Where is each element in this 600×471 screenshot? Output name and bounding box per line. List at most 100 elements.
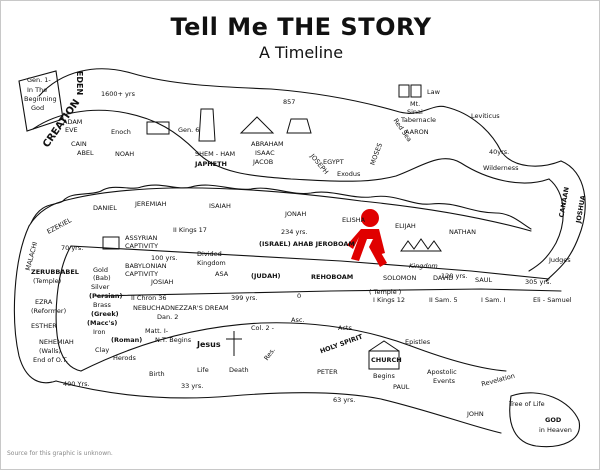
label-eden: EDEN: [75, 70, 85, 96]
band-right-outer-edge: [545, 160, 586, 282]
tablets-icon: [398, 84, 422, 98]
label-brass: Brass: [93, 301, 111, 309]
label-zerubbabel: ZERUBBABEL: [31, 268, 79, 276]
label-305yrs: 305 yrs.: [525, 278, 552, 286]
label-judges: Judges: [549, 256, 571, 264]
label-i-sam-1: I Sam. I: [481, 296, 506, 304]
label-eve: EVE: [65, 126, 78, 134]
tent-icon: [239, 116, 275, 134]
band-bottom-upper-edge: [80, 322, 507, 372]
label-paul: PAUL: [393, 383, 410, 391]
label-nathan: NATHAN: [449, 228, 476, 236]
scroll-end: [509, 392, 580, 448]
label-life: Life: [197, 366, 209, 374]
band-right-inner-edge: [528, 178, 564, 272]
label-divided: Divided: [197, 250, 222, 258]
label-events: Events: [433, 377, 456, 385]
label-400yrs: 400 Yrs.: [63, 380, 90, 388]
label-captivity2: CAPTIVITY: [125, 270, 159, 278]
label-ii-chron-36: II Chron 36: [131, 294, 167, 302]
label-enoch: Enoch: [111, 128, 131, 136]
label-david: DAVID: [433, 274, 454, 282]
band-bottom-lower-edge: [55, 380, 502, 434]
label-40yrs: 40yrs.: [489, 148, 510, 156]
cross-icon: [226, 331, 242, 356]
walker-figure: [347, 209, 387, 267]
label-nebuchadnezzar: NEBUCHADNEZZAR'S DREAM: [133, 304, 229, 312]
band-top-lower-edge: [32, 109, 550, 184]
label-esther: ESTHER: [31, 322, 57, 330]
label-shem-ham: SHEM - HAM: [195, 150, 236, 158]
label-end-ot: End of O.T.: [33, 356, 68, 364]
band-top-upper-edge: [38, 68, 562, 167]
label-epistles: Epistles: [405, 338, 431, 346]
label-in-heaven: in Heaven: [539, 426, 572, 434]
source-note: Source for this graphic is unknown.: [7, 450, 113, 457]
label-adam: ADAM: [63, 118, 83, 126]
label-acts: Acts: [338, 324, 352, 332]
band-left-arc-inner: [55, 245, 82, 372]
label-walls: (Walls): [39, 347, 62, 355]
label-cain: CAIN: [71, 140, 87, 148]
church-icon: [368, 340, 400, 370]
label-saul: SAUL: [475, 276, 493, 284]
label-399: 399 yrs.: [231, 294, 258, 302]
label-beginning: Beginning: [24, 95, 57, 103]
label-birth: Birth: [149, 370, 165, 378]
label-wilderness: Wilderness: [483, 164, 519, 172]
label-in-the: In The: [27, 86, 48, 94]
label-ezra: EZRA: [35, 298, 53, 306]
label-33yrs: 33 yrs.: [181, 382, 204, 390]
label-church: CHURCH: [371, 356, 402, 364]
coat-icon: [286, 118, 312, 134]
band-left-arc-outer: [13, 225, 57, 384]
label-peter: PETER: [317, 368, 338, 376]
label-roman: (Roman): [111, 336, 143, 344]
tower-icon: [198, 108, 216, 142]
label-col2: Col. 2 -: [251, 324, 275, 332]
label-tabernacle: Tabernacle: [401, 116, 437, 124]
label-matt1: Matt. I-: [145, 327, 169, 335]
page-title: Tell Me THE STORY: [170, 13, 432, 41]
label-leviticus: Leviticus: [471, 112, 500, 120]
label-isaiah: ISAIAH: [209, 202, 231, 210]
label-josiah: JOSIAH: [151, 278, 174, 286]
label-god-heaven: GOD: [545, 416, 562, 424]
label-assyrian: ASSYRIAN: [125, 234, 158, 242]
label-judah: (JUDAH): [251, 272, 281, 280]
label-i-kings-12: I Kings 12: [373, 296, 406, 304]
label-jacob: JACOB: [253, 158, 274, 166]
label-daniel: DANIEL: [93, 204, 117, 212]
label-gen6: Gen. 6: [178, 126, 200, 134]
label-70yrs: 70 yrs.: [61, 244, 84, 252]
label-jeremiah: JEREMIAH: [135, 200, 167, 208]
label-elisha: ELISHA: [342, 216, 366, 224]
label-aaron: AARON: [405, 128, 429, 136]
label-abel: ABEL: [77, 149, 94, 157]
label-herods: Herods: [113, 354, 136, 362]
kingdom-lower-line: [95, 288, 562, 297]
label-63yrs: 63 yrs.: [333, 396, 356, 404]
label-mt: Mt.: [410, 100, 421, 108]
page-subtitle: A Timeline: [258, 43, 344, 62]
label-kingdom: Kingdom: [197, 259, 226, 267]
label-bab: (Bab): [93, 274, 111, 282]
prophet-hills: [30, 184, 532, 230]
label-jonah: JONAH: [285, 210, 307, 218]
label-john: JOHN: [467, 410, 484, 418]
label-silver: Silver: [91, 283, 110, 291]
label-ii-sam-5: II Sam. 5: [429, 296, 458, 304]
label-law: Law: [427, 88, 440, 96]
ark-icon: [146, 121, 170, 135]
band-middle-upper-edge: [28, 187, 532, 232]
crown-icon: [400, 238, 442, 252]
label-isaac: ISAAC: [255, 149, 275, 157]
label-234: 234 yrs.: [281, 228, 308, 236]
label-857: 857: [283, 98, 296, 106]
label-captivity: CAPTIVITY: [125, 242, 159, 250]
label-dan2: Dan. 2: [157, 313, 179, 321]
label-sinai: Sinai: [407, 108, 423, 116]
label-elijah: ELIJAH: [395, 222, 416, 230]
label-god: God: [31, 104, 45, 112]
